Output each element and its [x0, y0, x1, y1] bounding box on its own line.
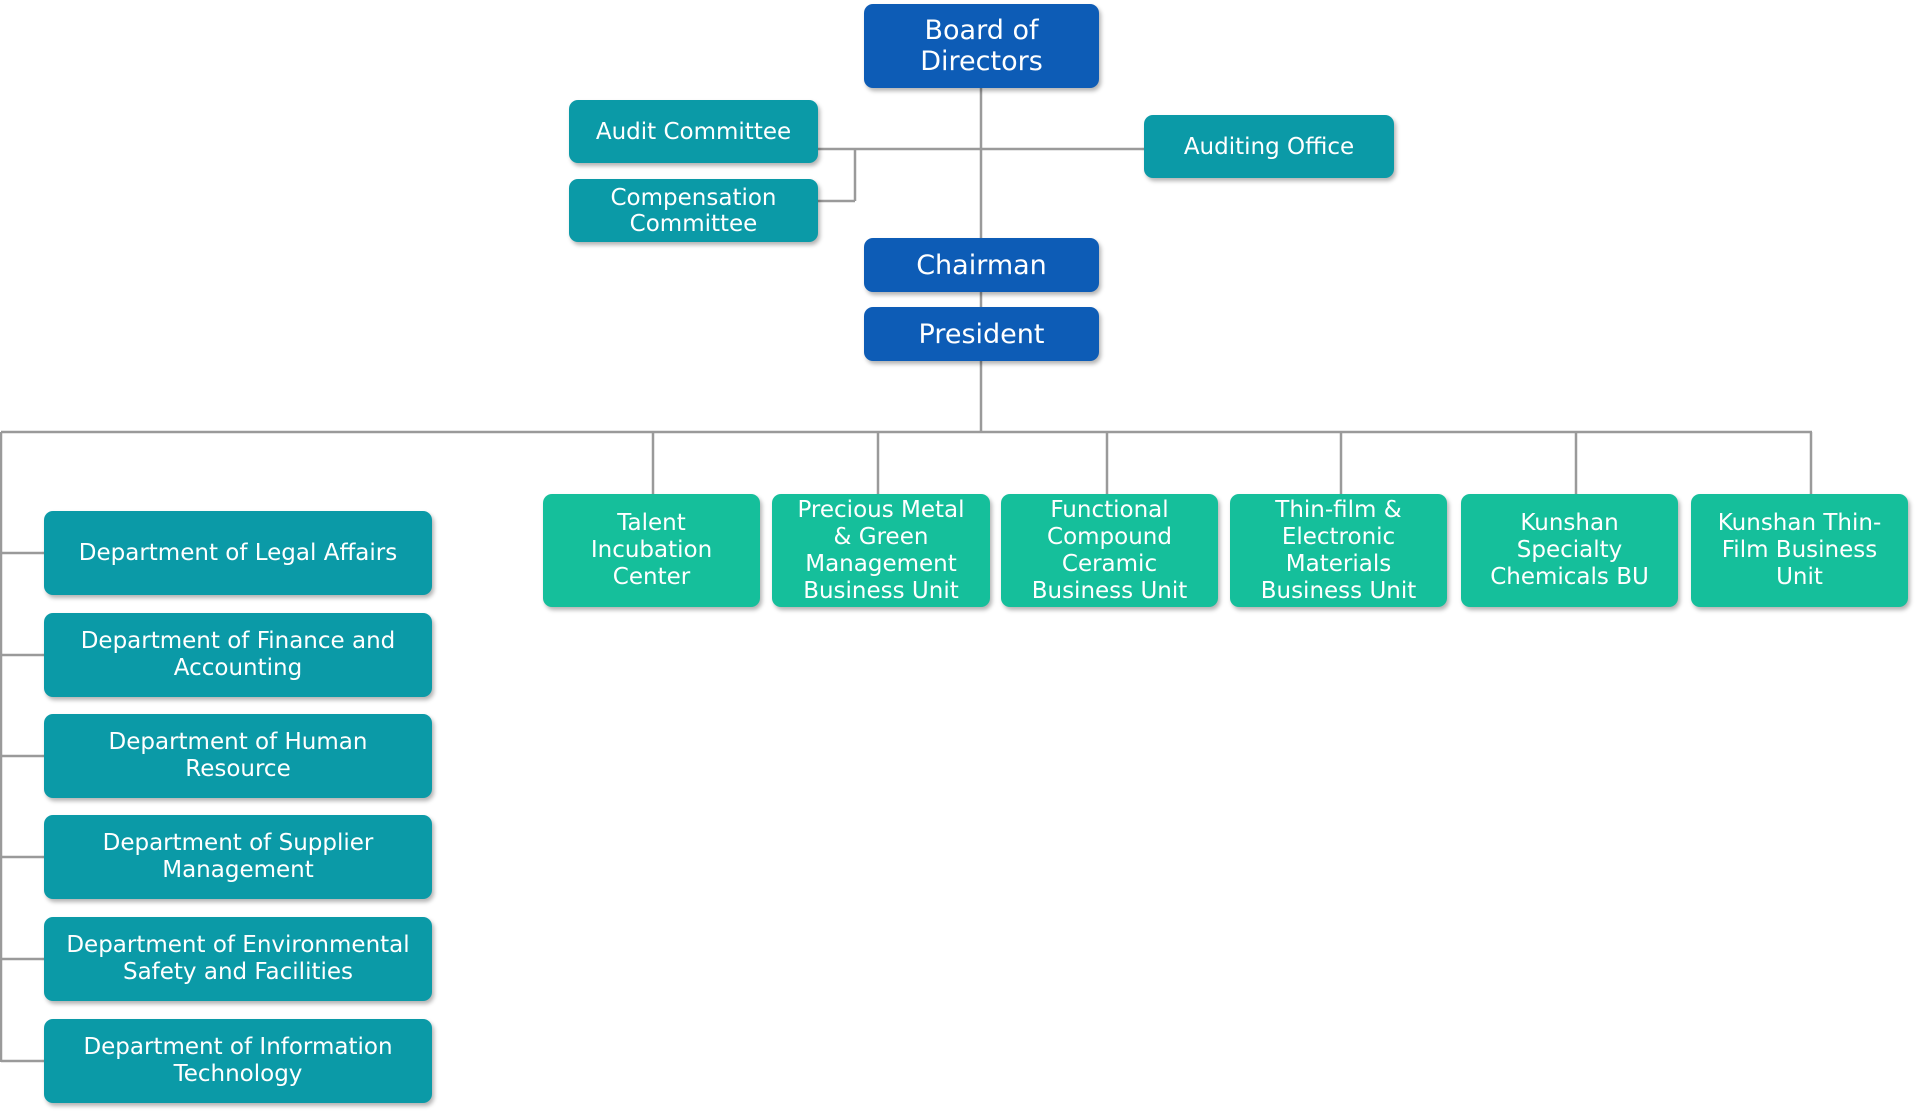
audit-committee-label: Audit Committee	[595, 118, 792, 145]
chairman-label: Chairman	[916, 249, 1047, 281]
business-unit-precious-metal-box[interactable]: Precious Metal & Green Management Busine…	[772, 494, 990, 607]
department-supplier-management-box[interactable]: Department of Supplier Management	[44, 815, 432, 899]
chairman-box[interactable]: Chairman	[864, 238, 1099, 292]
business-unit-kunshan-specialty-box[interactable]: Kunshan Specialty Chemicals BU	[1461, 494, 1678, 607]
business-unit-label: Functional Compound Ceramic Business Uni…	[1031, 496, 1188, 604]
department-human-resource-box[interactable]: Department of Human Resource	[44, 714, 432, 798]
audit-committee-box[interactable]: Audit Committee	[569, 100, 818, 163]
compensation-committee-label: Compensation Committee	[610, 184, 777, 237]
board-of-directors-label: Board of Directors	[920, 15, 1043, 77]
department-finance-accounting-box[interactable]: Department of Finance and Accounting	[44, 613, 432, 697]
department-label: Department of Information Technology	[83, 1034, 393, 1087]
department-label: Department of Legal Affairs	[78, 539, 398, 566]
business-unit-kunshan-thin-film-box[interactable]: Kunshan Thin- Film Business Unit	[1691, 494, 1908, 607]
department-label: Department of Human Resource	[108, 729, 368, 782]
president-label: President	[918, 318, 1045, 350]
department-environmental-safety-box[interactable]: Department of Environmental Safety and F…	[44, 917, 432, 1001]
business-unit-functional-ceramic-box[interactable]: Functional Compound Ceramic Business Uni…	[1001, 494, 1218, 607]
business-unit-thin-film-electronic-box[interactable]: Thin-film & Electronic Materials Busines…	[1230, 494, 1447, 607]
president-box[interactable]: President	[864, 307, 1099, 361]
department-legal-affairs-box[interactable]: Department of Legal Affairs	[44, 511, 432, 595]
business-unit-label: Thin-film & Electronic Materials Busines…	[1260, 496, 1417, 604]
business-unit-label: Talent Incubation Center	[590, 510, 713, 590]
department-label: Department of Finance and Accounting	[80, 628, 396, 681]
department-label: Department of Supplier Management	[102, 830, 374, 883]
business-unit-talent-incubation-box[interactable]: Talent Incubation Center	[543, 494, 760, 607]
auditing-office-box[interactable]: Auditing Office	[1144, 115, 1394, 178]
auditing-office-label: Auditing Office	[1183, 133, 1355, 160]
board-of-directors-box[interactable]: Board of Directors	[864, 4, 1099, 88]
business-unit-label: Kunshan Specialty Chemicals BU	[1490, 510, 1649, 590]
compensation-committee-box[interactable]: Compensation Committee	[569, 179, 818, 242]
department-label: Department of Environmental Safety and F…	[66, 932, 410, 985]
business-unit-label: Precious Metal & Green Management Busine…	[797, 496, 965, 604]
department-information-technology-box[interactable]: Department of Information Technology	[44, 1019, 432, 1103]
business-unit-label: Kunshan Thin- Film Business Unit	[1717, 510, 1882, 590]
